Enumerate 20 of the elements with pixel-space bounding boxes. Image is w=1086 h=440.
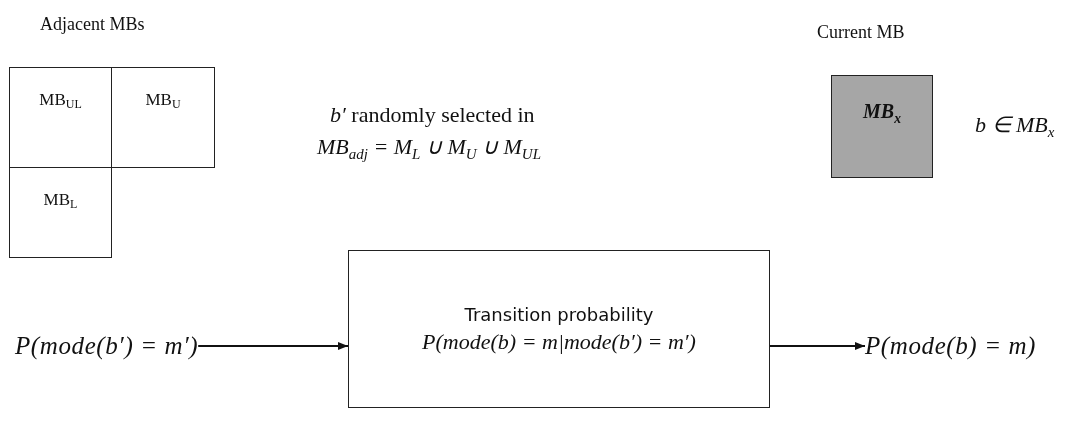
formula-text: MB$_{adj}$ = M$_{L}$ ∪ M$_{U}$ ∪ M$_{UL}$ [317,134,541,163]
caption-text: Current MB [817,22,905,43]
block-label: MB$_{L}$ [43,190,78,212]
macroblock-box [9,67,112,168]
caption-text: b′ randomly selected in [330,102,535,128]
formula-text: P(mode(b′) = m′) [15,332,199,360]
formula-text: P(mode(b) = m) [865,332,1037,360]
macroblock-box [111,67,215,168]
process-box [348,250,770,408]
block-label: MB$_{x}$ [863,100,901,127]
formula-text: b ∈ MB$_{x}$ [975,112,1055,141]
current-macroblock-box [831,75,933,178]
box-heading: Transition probability [464,303,654,325]
formula-text: P(mode(b) = m|mode(b′) = m′) [422,328,696,355]
macroblock-box [9,167,112,258]
block-label: MB$_{UL}$ [39,90,82,112]
block-label: MB$_{U}$ [145,90,181,112]
caption-text: Adjacent MBs [40,14,145,35]
arrow [769,342,866,350]
arrow [197,342,349,350]
